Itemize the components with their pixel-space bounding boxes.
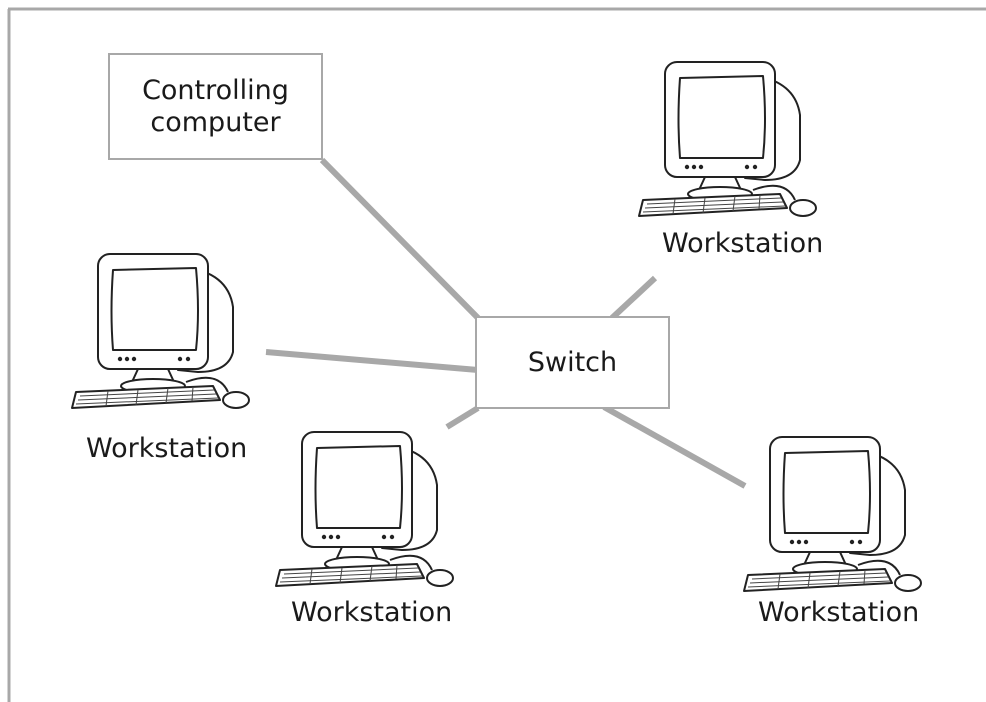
connector-left-switch: [265, 349, 479, 373]
controlling-computer-label-line1: Controlling: [142, 75, 289, 107]
connector-controller-switch: [319, 157, 481, 321]
workstation-label: Workstation: [291, 597, 453, 628]
workstation-label: Workstation: [758, 597, 920, 628]
connector-bottom-right-switch: [602, 404, 747, 489]
connector-bottom-center-switch: [445, 405, 480, 430]
connector-top-right-switch: [609, 275, 658, 321]
workstation-label: Workstation: [86, 433, 248, 464]
controlling-computer-label-line2: computer: [150, 106, 281, 138]
computer-icon: [635, 50, 825, 225]
controlling-computer-box: Controlling computer: [108, 53, 323, 160]
workstation-label: Workstation: [662, 228, 824, 259]
computer-icon: [740, 425, 930, 600]
switch-box: Switch: [475, 316, 670, 409]
computer-icon: [272, 420, 462, 595]
computer-icon: [68, 242, 258, 417]
switch-label: Switch: [527, 346, 618, 378]
